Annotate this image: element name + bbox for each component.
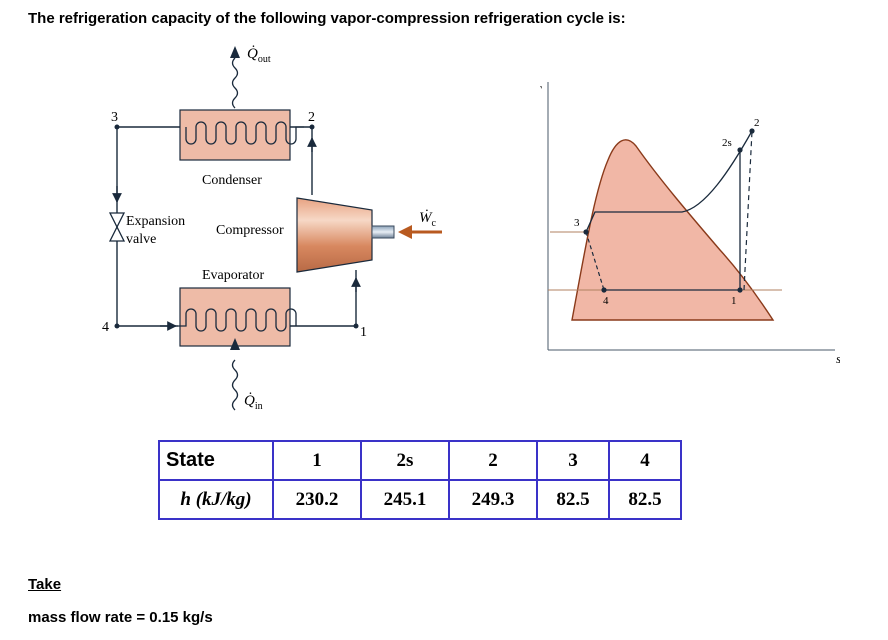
state-dot-4 [114,323,120,329]
ts-point-2s [737,147,743,153]
work-label: Ẇc [419,209,437,229]
ts-label-3: 3 [574,217,580,229]
table-cell: 249.3 [448,479,538,520]
table-header-state: State [158,440,274,481]
state-dot-3 [114,124,120,130]
enthalpy-table: State 1 2s 2 3 4 h (kJ/kg) 230.2 245.1 2… [158,440,682,520]
table-cell: 230.2 [272,479,362,520]
ts-y-label: T [540,83,542,98]
q-in-subscript: in [255,401,263,412]
state-dot-2 [309,124,315,130]
q-out-symbol: Q̇ [247,46,258,62]
q-in-arrowhead [230,338,240,350]
compressor-body [296,197,373,273]
table-header-cell: 3 [536,440,610,481]
expansion-label-2: valve [126,232,156,247]
table-cell: 82.5 [608,479,682,520]
table-cell: 245.1 [360,479,450,520]
work-symbol: Ẇ [419,209,433,226]
q-out-arrowhead [230,46,240,58]
evaporator-label: Evaporator [202,268,265,283]
ts-point-4 [601,287,607,293]
state-label-1: 1 [360,325,367,340]
ts-label-1: 1 [731,295,737,307]
question-text: The refrigeration capacity of the follow… [28,10,626,27]
q-in-wavy-arrow [231,359,239,411]
evaporator-coil [178,308,297,332]
state-label-3: 3 [111,110,118,125]
ts-label-4: 4 [603,295,609,307]
table-header-row: State 1 2s 2 3 4 [158,440,682,481]
table-header-cell: 1 [272,440,362,481]
state-label-4: 4 [102,320,109,335]
ts-label-2: 2 [754,117,760,129]
table-header-cell: 4 [608,440,682,481]
ts-point-1 [737,287,743,293]
ts-diagram: T s 1 2 2s 3 4 [540,82,840,366]
take-label: Take [28,576,62,593]
work-subscript: c [432,218,437,229]
table-row: h (kJ/kg) 230.2 245.1 249.3 82.5 82.5 [158,479,682,520]
ts-point-3 [583,229,589,235]
condenser-coil [185,121,304,145]
cycle-3-4-dashed [585,231,605,291]
state-dot-1 [353,323,359,329]
q-in-label: Q̇in [244,393,263,412]
expansion-label-1: Expansion [126,214,185,229]
mass-flow-text: mass flow rate = 0.15 kg/s [28,609,213,626]
cycle-schematic: 3 4 1 2 Condenser Evaporator Q̇out Q̇in … [102,46,442,412]
state-label-2: 2 [308,110,315,125]
q-out-wavy-arrow [231,57,239,109]
work-arrow-head [398,225,412,239]
cycle-2-3 [585,130,753,233]
expansion-valve-icon [108,212,126,242]
q-out-subscript: out [258,54,271,65]
table-header-cell: 2 [448,440,538,481]
table-row-label: h (kJ/kg) [158,479,274,520]
ts-x-label: s [836,351,840,366]
condenser-label: Condenser [202,173,262,188]
condenser-box [179,109,291,161]
q-out-label: Q̇out [247,46,271,65]
compressor-shaft [371,225,395,239]
saturation-dome [571,139,775,321]
ts-point-2 [749,128,755,134]
evaporator-box [179,287,291,347]
compressor-label: Compressor [216,223,284,238]
q-in-symbol: Q̇ [244,393,255,409]
ts-label-2s: 2s [722,137,732,149]
table-header-cell: 2s [360,440,450,481]
cycle-1-2-dashed [743,130,753,291]
table-cell: 82.5 [536,479,610,520]
